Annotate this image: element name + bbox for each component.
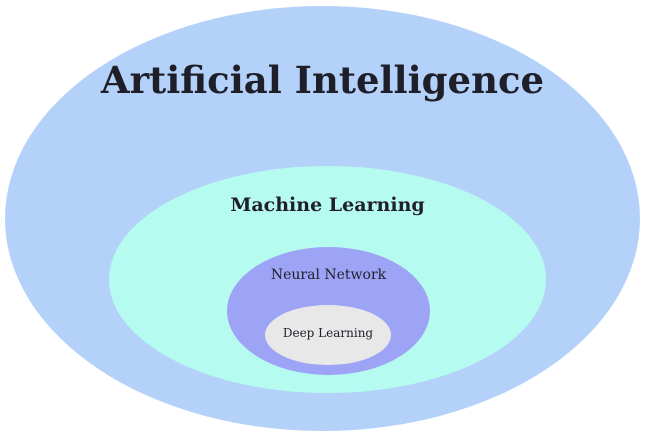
neural-network-label: Neural Network xyxy=(270,267,387,283)
deep-learning-ellipse: Deep Learning xyxy=(265,305,391,365)
deep-learning-label: Deep Learning xyxy=(282,326,374,340)
artificial-intelligence-label: Artificial Intelligence xyxy=(100,58,545,102)
machine-learning-label: Machine Learning xyxy=(230,194,425,216)
